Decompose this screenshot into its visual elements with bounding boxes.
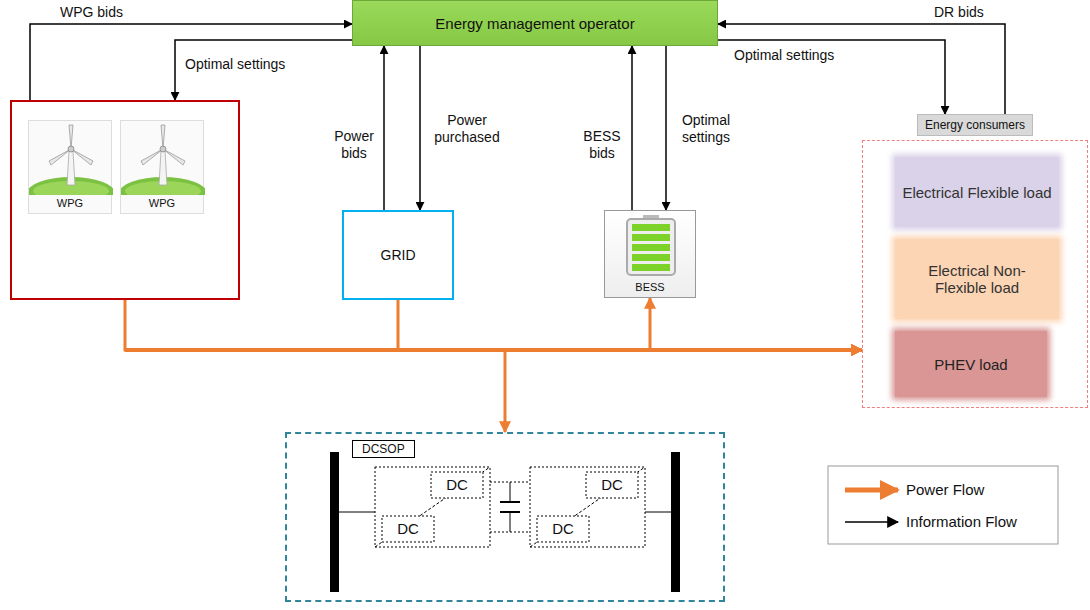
legend-box: [828, 466, 1058, 544]
information-flow-arrow: [718, 40, 945, 114]
edge-label: Optimal settings: [732, 47, 836, 64]
node-text: PHEV load: [928, 356, 1013, 373]
node-text: Energy management operator: [427, 15, 642, 32]
information-flow-arrow: [175, 40, 352, 100]
node-text: DCSOP: [352, 440, 415, 458]
grid-box: GRID: [342, 210, 454, 300]
edge-label: Power purchased: [426, 112, 508, 146]
information-flow-arrow: [665, 46, 667, 210]
phev-load-box: PHEV load: [895, 331, 1047, 397]
converter-label: DC: [431, 472, 483, 498]
converter-label: DC: [382, 516, 434, 542]
node-text: Electrical Non- Flexible load: [895, 262, 1059, 296]
legend-text: Information Flow: [906, 513, 1017, 530]
dcsop-region: DCSOP DC DC DC DC: [285, 432, 725, 602]
flexible-load-box: Electrical Flexible load: [895, 157, 1059, 227]
edge-label: Optimal settings: [672, 112, 740, 146]
information-flow-arrow: [419, 46, 421, 210]
wind-turbine-node: WPG: [120, 120, 204, 214]
converter-label: DC: [537, 516, 589, 542]
information-flow-arrow: [30, 24, 352, 100]
power-flow-arrow: [505, 350, 862, 432]
edge-label: Optimal settings: [183, 56, 287, 73]
consumers-region: Energy consumersElectrical Flexible load…: [862, 140, 1088, 408]
power-flow-arrow: [398, 300, 862, 350]
edge-label: WPG bids: [58, 4, 125, 21]
bess-box: BESS: [604, 210, 696, 298]
wind-turbine-node: WPG: [28, 120, 112, 214]
operator-box: Energy management operator: [352, 0, 718, 46]
legend-text: Power Flow: [906, 481, 984, 498]
converter-label: DC: [586, 472, 638, 498]
power-flow-arrow: [650, 298, 862, 350]
node-text: WPG: [29, 197, 111, 209]
edge-label: BESS bids: [576, 128, 628, 162]
node-text: BESS: [605, 281, 695, 293]
information-flow-arrow: [718, 24, 1005, 114]
edge-label: Power bids: [326, 128, 382, 162]
power-flow-arrow: [125, 300, 862, 350]
information-flow-arrow: [631, 46, 633, 210]
wpg-group-box: WPG WPG: [10, 100, 240, 300]
edge-label: DR bids: [932, 4, 986, 21]
information-flow-arrow: [383, 46, 385, 210]
legend-info-sample: [845, 521, 898, 523]
non-flexible-load-box: Electrical Non- Flexible load: [895, 239, 1059, 319]
legend-power-sample: [845, 488, 898, 493]
node-text: Energy consumers: [917, 114, 1033, 136]
node-text: WPG: [121, 197, 203, 209]
node-text: Electrical Flexible load: [896, 184, 1057, 201]
node-text: GRID: [381, 247, 416, 263]
